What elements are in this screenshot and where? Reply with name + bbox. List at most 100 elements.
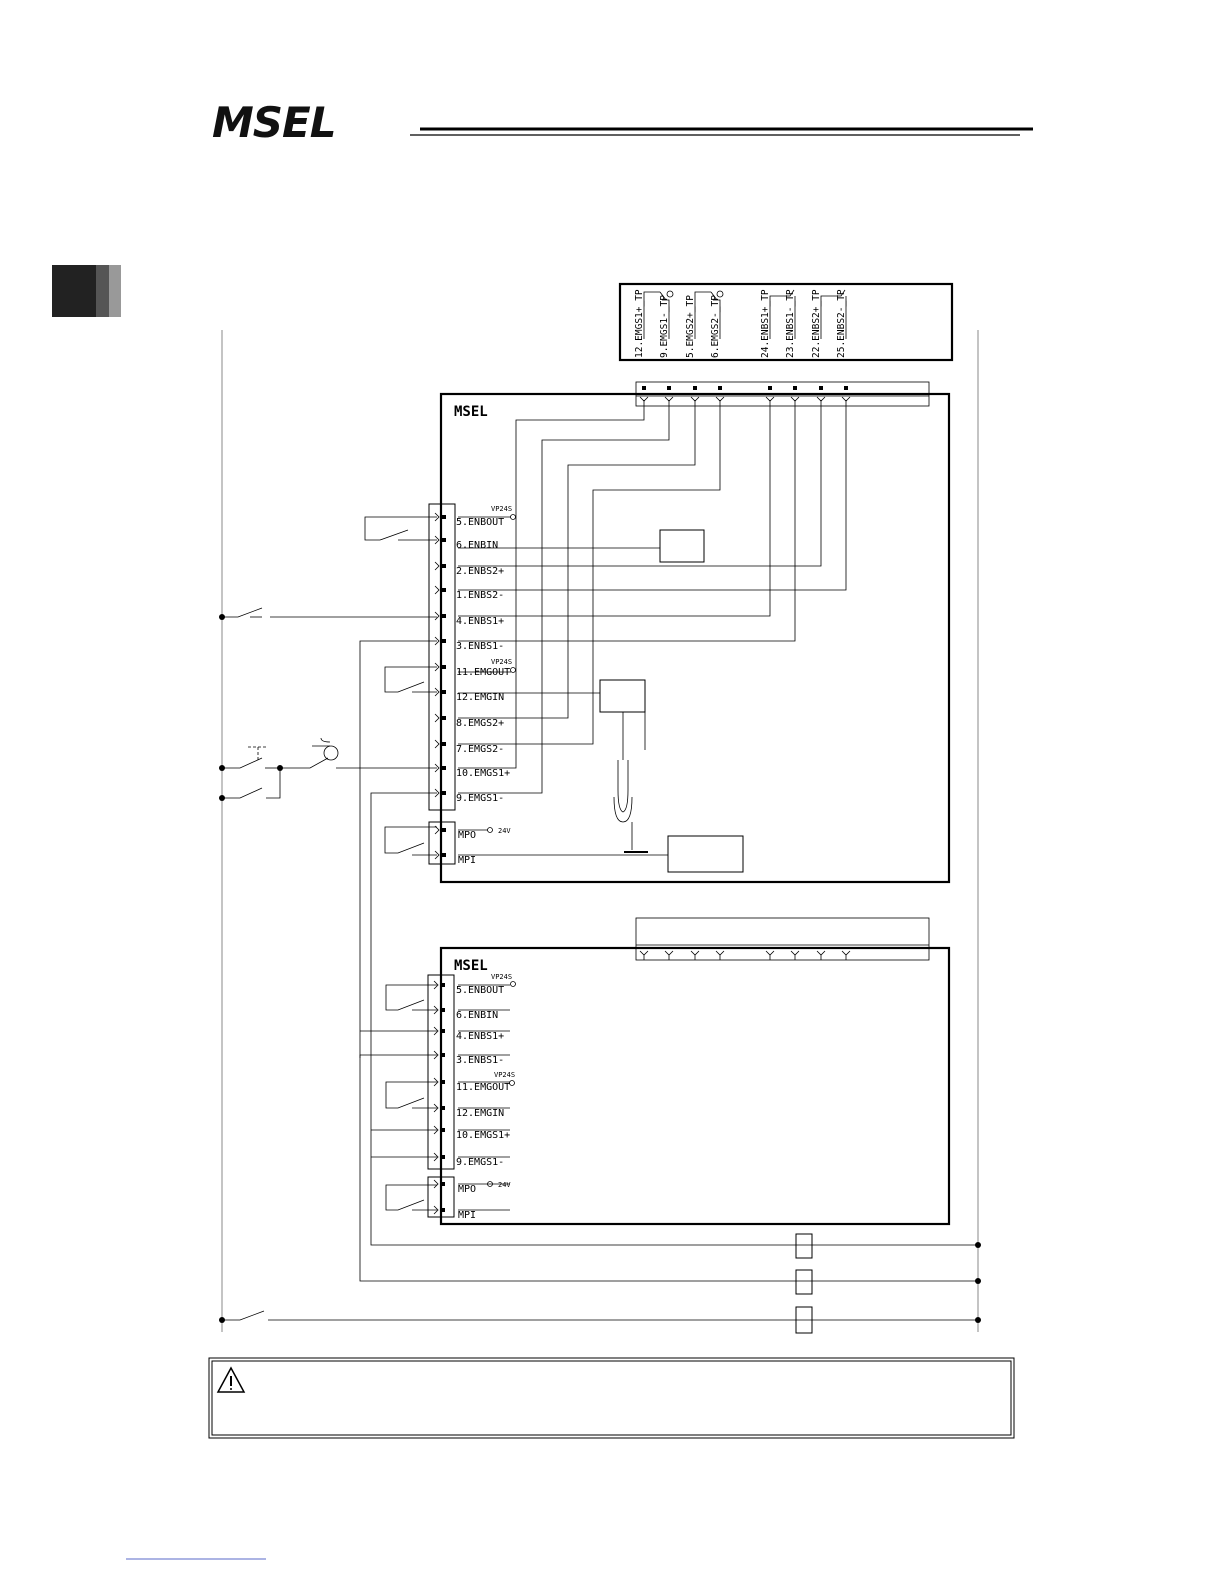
io-terminal — [441, 1106, 445, 1110]
io-terminal — [441, 1029, 445, 1033]
c2-io-label: 9.EMGS1- — [456, 1157, 504, 1168]
c2-power-label: MPI — [458, 1210, 476, 1221]
tp-pin-label: 5.EMGS2+_TP — [685, 295, 696, 358]
io-terminal — [441, 1080, 445, 1084]
power-contact — [434, 850, 440, 860]
controller-2: MSEL 5.ENBOUT6.ENBIN4.ENBS1+3.ENBS1-11.E… — [427, 917, 951, 1226]
power-terminal — [442, 828, 446, 832]
io-contact — [433, 1005, 439, 1015]
io-contact — [434, 763, 440, 773]
c2-vp24s-emgout: VP24S — [494, 1071, 515, 1079]
io-terminal — [442, 538, 446, 542]
relay-coil-2 — [795, 1269, 813, 1295]
tp-pin-label: 24.ENBS1+_TP — [760, 289, 771, 358]
c2-strip-contact — [790, 950, 800, 960]
power-terminal — [441, 1208, 445, 1212]
tp-pin-label: 22.ENBS2+_TP — [811, 289, 822, 358]
c2-io-label: 12.EMGIN — [456, 1108, 504, 1119]
tp-pin-terminal — [793, 386, 797, 390]
io-contact — [434, 788, 440, 798]
io-contact — [433, 1152, 439, 1162]
relay-coil-1 — [795, 1233, 813, 1259]
power-terminal — [442, 853, 446, 857]
io-contact — [433, 1077, 439, 1087]
tp-pin-terminal — [718, 386, 722, 390]
c1-io-label: 6.ENBIN — [456, 540, 498, 551]
io-contact — [434, 636, 440, 646]
io-contact — [434, 739, 440, 749]
c1-power-label: MPI — [458, 855, 476, 866]
io-contact — [434, 561, 440, 571]
header-logo: MSEL — [212, 98, 336, 147]
c2-strip-contact — [816, 950, 826, 960]
controller-1-system-io-connector — [428, 503, 456, 811]
tp-pin-terminal — [667, 386, 671, 390]
io-terminal — [442, 665, 446, 669]
io-contact — [433, 980, 439, 990]
tp-pin-label: 12.EMGS1+_TP — [634, 289, 645, 358]
io-terminal — [442, 791, 446, 795]
c2-io-label: 5.ENBOUT — [456, 985, 504, 996]
c1-io-label: 10.EMGS1+ — [456, 768, 510, 779]
c1-vp24s-enbout: VP24S — [491, 505, 512, 513]
c1-vp24s-emgout: VP24S — [491, 658, 512, 666]
tp-pin-terminal — [642, 386, 646, 390]
tp-internal-wiring — [458, 400, 847, 794]
io-contact — [433, 1026, 439, 1036]
io-terminal — [441, 983, 445, 987]
io-terminal — [442, 742, 446, 746]
c1-io-label: 3.ENBS1- — [456, 641, 504, 652]
io-terminal — [442, 588, 446, 592]
c2-strip-contact — [765, 950, 775, 960]
tp-pin-label: 6.EMGS2-_TP — [710, 295, 721, 358]
io-terminal — [442, 690, 446, 694]
tp-pin-terminal — [844, 386, 848, 390]
io-contact — [433, 1125, 439, 1135]
c2-strip-contact — [715, 950, 725, 960]
emergency-stop-button-icon — [666, 290, 674, 298]
c2-external-wiring — [359, 984, 437, 1211]
c1-io-label: 7.EMGS2- — [456, 744, 504, 755]
io-contact — [434, 585, 440, 595]
controller-2-power-connector — [427, 1176, 455, 1218]
warning-icon — [216, 1366, 246, 1393]
c2-strip-contact — [690, 950, 700, 960]
io-terminal — [442, 639, 446, 643]
controller-1-title: MSEL — [454, 404, 488, 420]
c1-io-label: 2.ENBS2+ — [456, 566, 504, 577]
io-terminal — [441, 1128, 445, 1132]
c1-emg-relay-box — [599, 679, 646, 713]
io-terminal — [442, 515, 446, 519]
io-contact — [433, 1050, 439, 1060]
c2-strip-contact — [639, 950, 649, 960]
bottom-relays — [219, 1233, 981, 1334]
c1-enable-relay-box — [659, 529, 705, 563]
c2-io-label: 11.EMGOUT — [456, 1082, 510, 1093]
chapter-tab — [52, 265, 121, 317]
c2-power-label: MPO — [458, 1184, 476, 1195]
c2-24v: 24V — [498, 1181, 511, 1189]
c1-external-wiring — [219, 516, 978, 1282]
warning-box — [208, 1357, 1015, 1439]
c1-motor-power-box — [667, 835, 744, 873]
io-contact — [434, 662, 440, 672]
controller-1-power-connector — [428, 821, 456, 865]
tp-pin-terminal — [768, 386, 772, 390]
io-terminal — [442, 614, 446, 618]
c1-io-label: 8.EMGS2+ — [456, 718, 504, 729]
tp-pin-terminal — [819, 386, 823, 390]
power-terminal — [441, 1182, 445, 1186]
tp-pin-label: 23.ENBS1-_TP — [785, 289, 796, 358]
io-contact — [434, 713, 440, 723]
tp-pin-terminal — [693, 386, 697, 390]
c2-io-label: 3.ENBS1- — [456, 1055, 504, 1066]
emergency-stop-button-icon — [323, 745, 339, 761]
io-contact — [434, 535, 440, 545]
io-terminal — [442, 716, 446, 720]
c2-io-label: 4.ENBS1+ — [456, 1031, 504, 1042]
tp-pin-label: 25.ENBS2-_TP — [836, 289, 847, 358]
switch-icon — [222, 1310, 265, 1321]
c1-io-label: 9.EMGS1- — [456, 793, 504, 804]
